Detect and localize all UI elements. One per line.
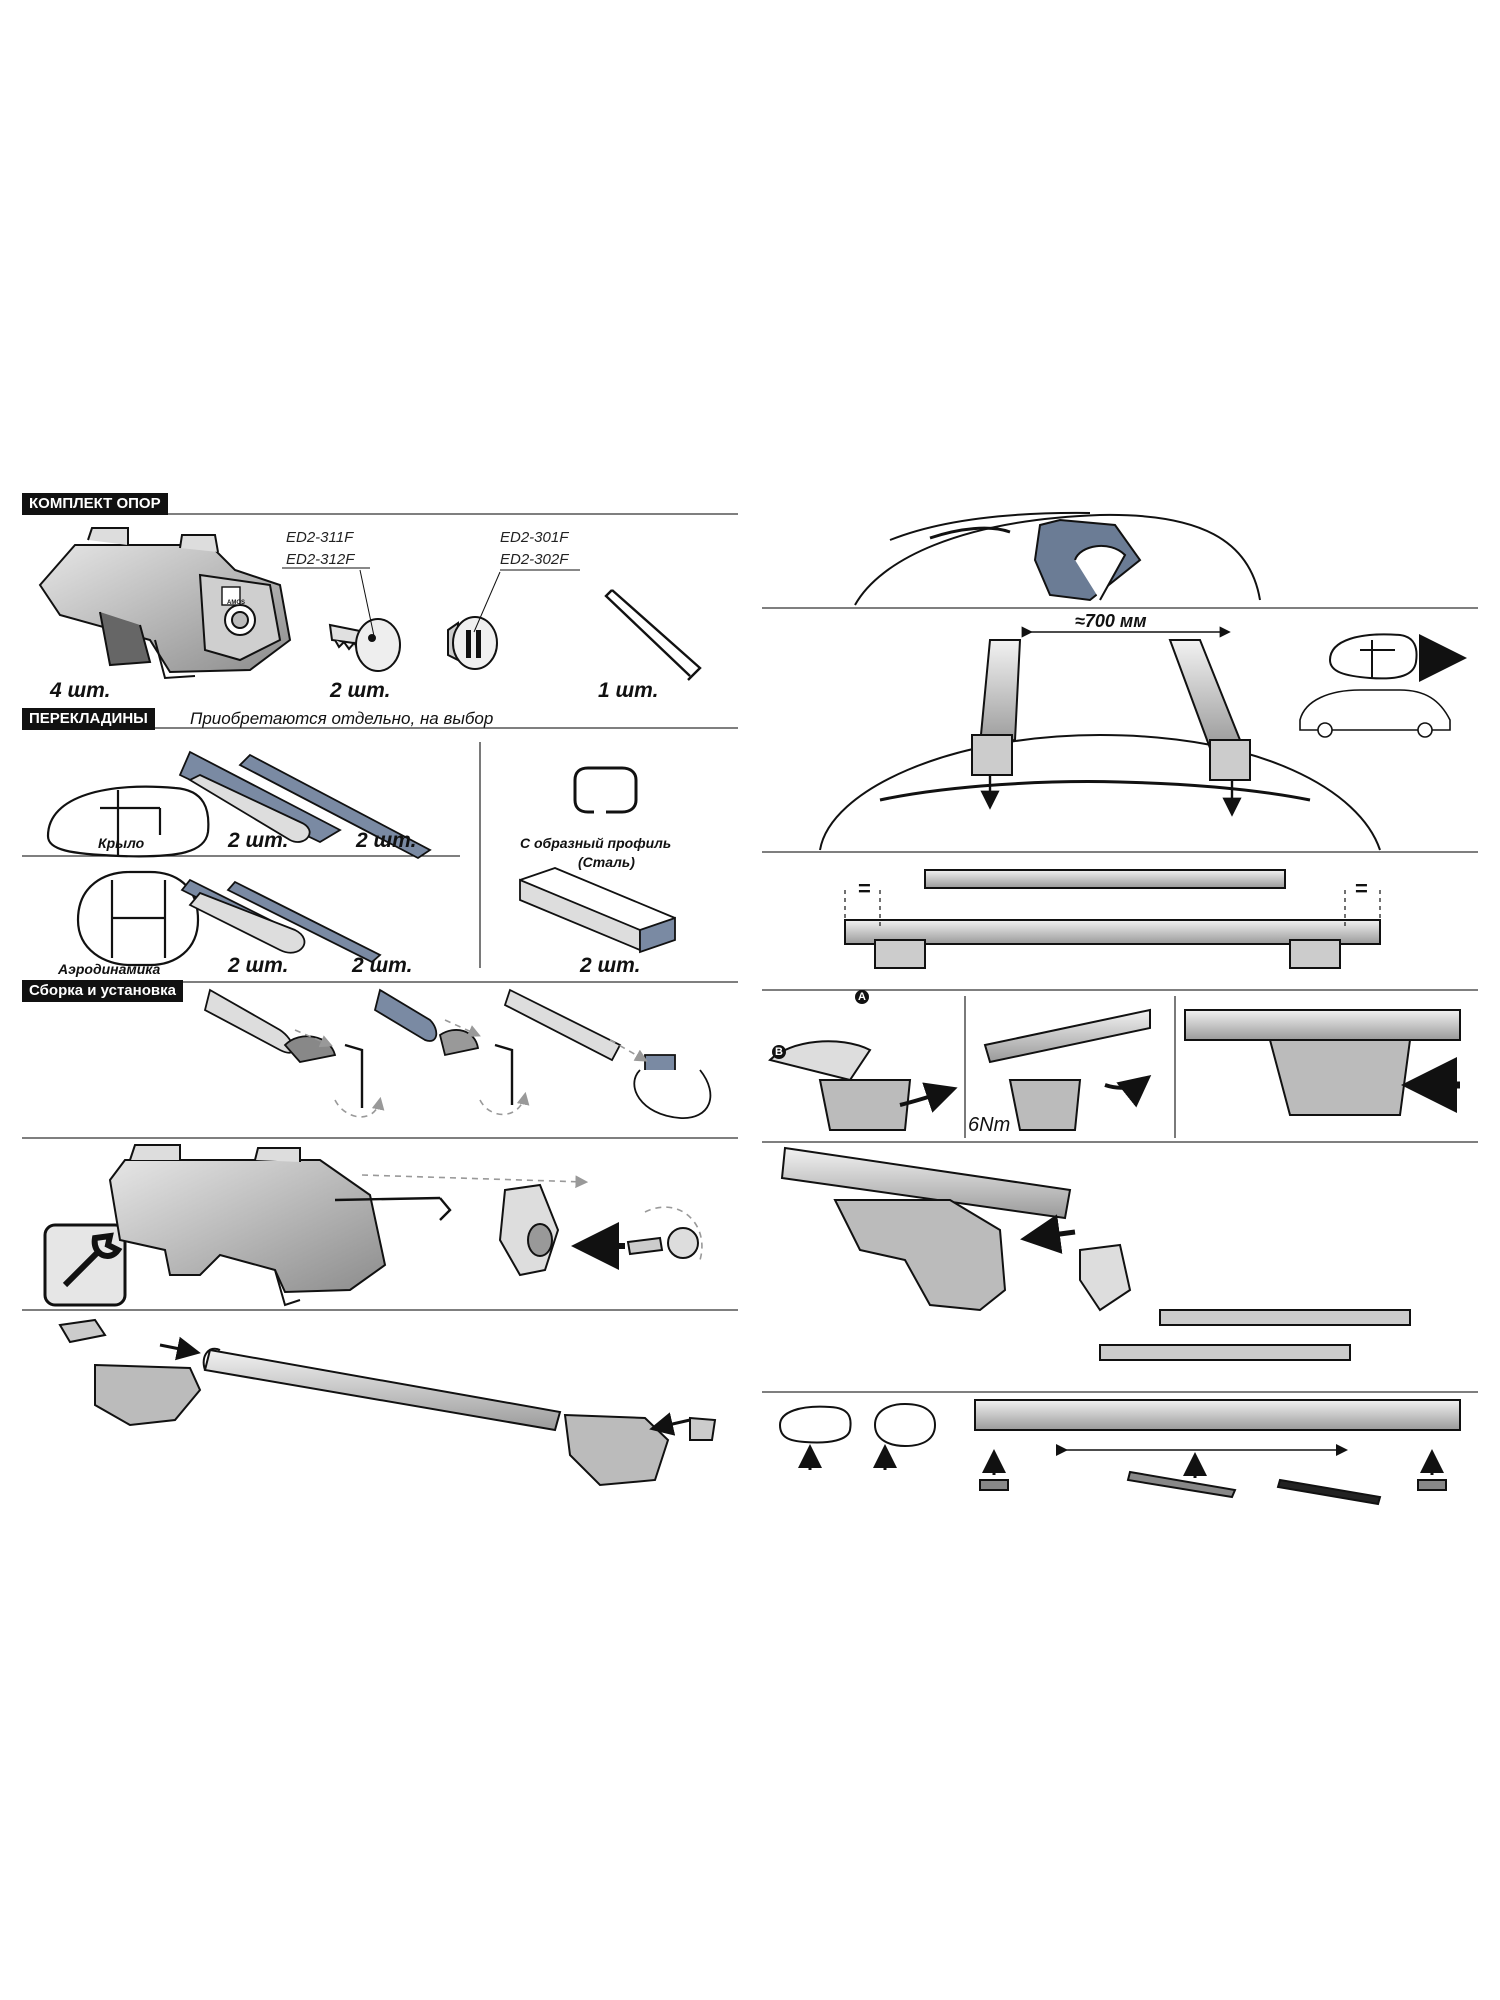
foot-qty: 4 шт. — [50, 679, 111, 702]
equal-overhang-drawing — [844, 869, 1381, 969]
wing-profile-small-drawing — [1328, 633, 1418, 680]
lock-code-301: ED2-301F — [500, 529, 569, 546]
car-side-icon — [1299, 689, 1451, 738]
steel-qty: 2 шт. — [580, 954, 641, 977]
lock-insertion-drawing — [780, 1146, 1411, 1361]
steel-label-2: (Сталь) — [578, 854, 635, 870]
key-drawing — [328, 618, 401, 672]
torque-label: 6Nm — [968, 1114, 1011, 1136]
steel-label-1: С образный профиль — [520, 835, 672, 851]
key-qty: 2 шт. — [330, 679, 391, 702]
lock-cylinder-drawing — [447, 616, 498, 670]
brand-logo: AMOS — [227, 600, 245, 606]
assembly-step-drawings — [203, 988, 712, 1119]
wing-bar-drawing — [178, 750, 432, 860]
lock-cover-drawing — [498, 1183, 699, 1277]
steel-profile-drawing — [573, 766, 638, 814]
bar-spacing-label: ≈700 мм — [1075, 611, 1147, 631]
aero-bar-drawing — [180, 878, 382, 964]
roof-cleaning-drawing — [854, 511, 1261, 606]
wing-qty-1: 2 шт. — [228, 829, 289, 852]
support-foot-large-drawing — [108, 1144, 452, 1307]
right-dividers — [762, 607, 1478, 1393]
section-header-assembly: Сборка и установка — [22, 980, 183, 1002]
rubber-insert-drawing — [778, 1399, 1461, 1506]
aero-qty-1: 2 шт. — [228, 954, 289, 977]
hex-key-drawing — [604, 589, 702, 681]
bar-with-feet-drawing — [58, 1318, 717, 1487]
aero-profile-drawing — [76, 870, 200, 967]
steel-bar-drawing — [519, 867, 676, 954]
wing-qty-2: 2 шт. — [356, 829, 417, 852]
lock-code-312: ED2-312F — [286, 551, 355, 568]
aero-label: Аэродинамика — [58, 961, 161, 977]
lock-code-302: ED2-302F — [500, 551, 569, 568]
wing-label: Крыло — [98, 835, 145, 851]
overhang-equal-right: = — [1355, 876, 1368, 901]
section-header-supports: КОМПЛЕКТ ОПОР — [22, 493, 168, 515]
bars-on-roof-drawing — [819, 639, 1381, 851]
hexkey-qty: 1 шт. — [598, 679, 659, 702]
aero-qty-2: 2 шт. — [352, 954, 413, 977]
crossbars-note: Приобретаются отдельно, на выбор — [190, 709, 494, 728]
step-a-marker: A — [855, 990, 869, 1004]
overhang-equal-left: = — [858, 876, 871, 901]
mounting-panels-drawing — [768, 1008, 1461, 1131]
support-foot-drawing — [38, 527, 292, 680]
step-b-marker: B — [772, 1045, 786, 1059]
lock-code-311: ED2-311F — [286, 529, 354, 546]
wing-profile-drawing — [46, 785, 210, 858]
wrench-icon — [43, 1223, 127, 1307]
section-header-crossbars: ПЕРЕКЛАДИНЫ — [22, 708, 155, 730]
